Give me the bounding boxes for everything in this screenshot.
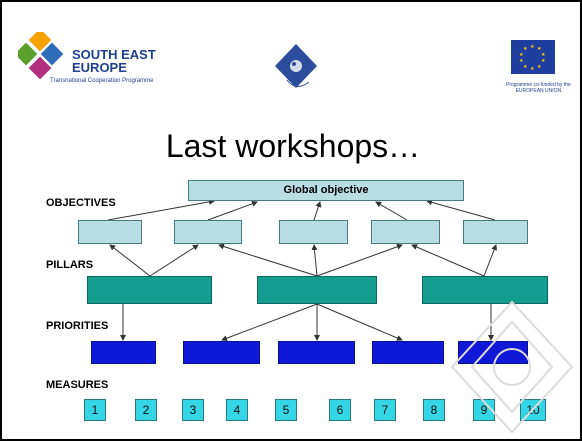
row-label-objectives: OBJECTIVES: [46, 197, 116, 209]
global-objective-box: Global objective: [188, 180, 464, 201]
arrow-p1-obj1: [109, 244, 151, 277]
measure-box: 8: [423, 399, 445, 421]
arrow-p2-obj4: [316, 243, 403, 277]
priority-box: [91, 341, 156, 364]
arrow-obj5-global: [426, 199, 496, 221]
svg-text:★: ★: [519, 58, 524, 64]
arrow-obj4-global: [375, 201, 408, 221]
arrow-p1-obj2: [149, 244, 199, 277]
row-label-priorities: PRIORITIES: [46, 320, 109, 332]
global-objective-label: Global objective: [283, 184, 369, 196]
measure-box: 2: [135, 399, 157, 421]
svg-text:★: ★: [523, 64, 528, 70]
pillar-box: [87, 276, 212, 304]
slide-title: Last workshops…: [165, 128, 421, 164]
arrow-obj1-global: [107, 198, 215, 221]
priority-box: [183, 341, 260, 364]
objective-box: [371, 220, 440, 244]
eu-caption-line2: EUROPEAN UNION: [515, 88, 562, 94]
pillar-box: [257, 276, 377, 304]
measure-box: 9: [473, 399, 495, 421]
arrow-p2-obj3: [311, 244, 318, 277]
measure-box: 4: [226, 399, 248, 421]
programme-name-line2: EUROPE: [72, 60, 127, 75]
svg-text:★: ★: [519, 52, 524, 58]
programme-name-line1: SOUTH EAST: [72, 47, 156, 62]
see-puzzle-icon: [18, 32, 64, 80]
decorative-ornament-icon: [450, 300, 574, 434]
measure-box: 1: [84, 399, 106, 421]
svg-text:★: ★: [530, 44, 535, 50]
programme-name: SOUTH EAST EUROPE: [72, 48, 156, 74]
measure-box: 7: [374, 399, 396, 421]
arrow-p2-pr2: [221, 303, 318, 342]
arrow-p3-obj4: [411, 244, 485, 277]
programme-subtitle: Transnational Cooperation Programme: [50, 78, 154, 84]
measure-box: 6: [329, 399, 351, 421]
eu-flag-icon: ★ ★ ★ ★ ★ ★ ★ ★ ★ ★: [511, 40, 555, 74]
measure-box: 5: [275, 399, 297, 421]
arrow-obj3-global: [313, 201, 322, 221]
svg-text:★: ★: [530, 66, 535, 72]
row-label-measures: MEASURES: [46, 379, 109, 391]
priority-box: [372, 341, 444, 364]
pillar-box: [422, 276, 548, 304]
svg-text:★: ★: [537, 64, 542, 70]
priority-box: [458, 341, 528, 364]
row-label-pillars: PILLARS: [46, 259, 94, 271]
objective-box: [463, 220, 528, 244]
arrow-obj2-global: [207, 200, 258, 221]
arrow-p3-obj5: [483, 244, 497, 277]
svg-text:★: ★: [537, 46, 542, 52]
svg-text:★: ★: [541, 58, 546, 64]
objective-box: [174, 220, 242, 244]
priority-box: [278, 341, 355, 364]
see-programme-logo: SOUTH EAST EUROPE Transnational Cooperat…: [18, 26, 178, 86]
arrow-p2-pr4: [316, 303, 403, 341]
partner-emblem-icon: [275, 44, 317, 88]
partner-logo: [273, 42, 319, 94]
objective-box: [78, 220, 142, 244]
objective-box: [279, 220, 348, 244]
svg-text:★: ★: [541, 52, 546, 58]
svg-text:★: ★: [523, 46, 528, 52]
measure-box: 3: [182, 399, 204, 421]
eu-caption-line1: Programme co-funded by the: [506, 82, 571, 88]
eu-logo: ★ ★ ★ ★ ★ ★ ★ ★ ★ ★: [497, 38, 571, 93]
eu-caption: Programme co-funded by the EUROPEAN UNIO…: [506, 82, 571, 94]
arrow-p2-obj2: [218, 243, 318, 277]
